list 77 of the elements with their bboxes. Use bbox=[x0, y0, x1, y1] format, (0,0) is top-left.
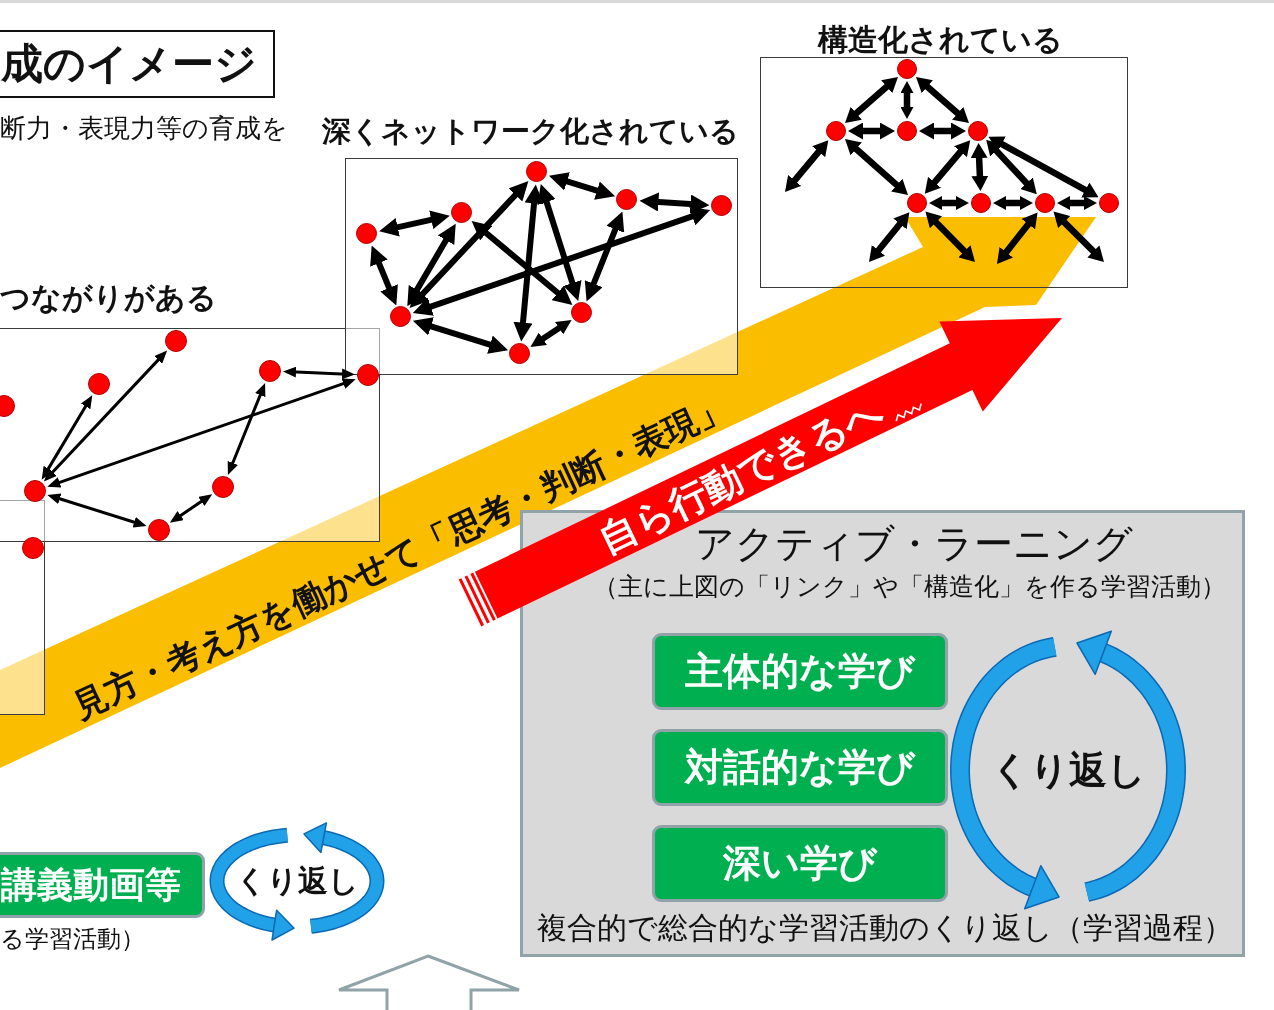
dot bbox=[571, 302, 592, 323]
double-arrow bbox=[994, 210, 1041, 266]
dot bbox=[896, 58, 917, 79]
activity-box: 主体的な学び bbox=[652, 633, 948, 710]
double-arrow bbox=[537, 183, 582, 302]
double-arrow bbox=[919, 122, 966, 140]
panel-heading: アクティブ・ラーニング bbox=[695, 521, 1133, 568]
dot bbox=[147, 518, 170, 541]
double-arrow bbox=[929, 196, 969, 210]
dot bbox=[1034, 192, 1055, 213]
double-arrow bbox=[993, 196, 1033, 210]
dot bbox=[211, 475, 234, 498]
double-arrow bbox=[404, 222, 459, 308]
dot bbox=[356, 223, 377, 244]
subtitle-text: 断力・表現力等の育成を bbox=[0, 113, 288, 145]
double-arrow bbox=[583, 210, 626, 303]
double-arrow bbox=[226, 382, 267, 476]
double-arrow bbox=[913, 74, 972, 126]
double-arrow bbox=[970, 142, 989, 192]
double-arrow bbox=[168, 492, 214, 525]
double-arrow bbox=[900, 81, 914, 119]
double-arrow bbox=[782, 138, 831, 195]
double-arrow bbox=[513, 184, 544, 342]
double-arrow bbox=[40, 394, 94, 481]
double-arrow bbox=[922, 138, 973, 196]
double-arrow bbox=[842, 136, 911, 198]
box-heading: つながりがある bbox=[0, 279, 217, 316]
dot bbox=[825, 120, 846, 141]
panel-subtitle: （主に上図の「リンク」や「構造化」を作る学習活動） bbox=[593, 572, 1226, 602]
double-arrow bbox=[469, 218, 575, 308]
page-title: 成のイメージ bbox=[0, 30, 275, 98]
dot bbox=[21, 536, 44, 559]
activity-box: 対話的な学び bbox=[652, 729, 948, 806]
double-arrow bbox=[378, 210, 451, 237]
cycle-label: くり返し bbox=[235, 866, 359, 896]
activity-box: 講義動画等 bbox=[0, 852, 205, 918]
activity-box: 深い学び bbox=[652, 825, 948, 902]
double-arrow bbox=[923, 209, 978, 265]
dot bbox=[896, 120, 917, 141]
double-arrow bbox=[411, 207, 712, 316]
dot bbox=[356, 363, 379, 386]
dot bbox=[967, 120, 988, 141]
double-arrow bbox=[368, 244, 400, 307]
dot bbox=[164, 329, 187, 352]
double-arrow bbox=[1057, 196, 1097, 210]
dot bbox=[970, 192, 991, 213]
caption-text: る学習活動） bbox=[0, 925, 145, 954]
double-arrow bbox=[548, 172, 616, 200]
double-arrow bbox=[983, 137, 1040, 197]
double-arrow bbox=[46, 377, 357, 489]
dot bbox=[258, 359, 281, 382]
dot bbox=[1098, 192, 1119, 213]
dot bbox=[390, 306, 411, 327]
double-arrow bbox=[407, 179, 531, 310]
double-arrow bbox=[528, 317, 574, 350]
double-arrow bbox=[46, 493, 148, 528]
dot bbox=[451, 202, 472, 223]
cycle-label: くり返し bbox=[990, 751, 1146, 789]
double-arrow bbox=[412, 317, 509, 354]
dot bbox=[509, 343, 530, 364]
panel-caption: 複合的で総合的な学習活動のくり返し（学習過程） bbox=[537, 910, 1233, 946]
dot bbox=[526, 161, 547, 182]
double-arrow bbox=[848, 122, 895, 140]
dot bbox=[0, 394, 15, 417]
double-arrow bbox=[282, 366, 356, 380]
double-arrow bbox=[842, 74, 901, 126]
dot bbox=[616, 189, 637, 210]
dot bbox=[23, 479, 46, 502]
dot bbox=[87, 372, 110, 395]
box-heading: 構造化されている bbox=[817, 21, 1063, 58]
double-arrow bbox=[1051, 209, 1107, 265]
double-arrow bbox=[42, 349, 169, 483]
double-arrow bbox=[639, 192, 710, 214]
box-heading: 深くネットワーク化されている bbox=[321, 113, 739, 149]
dot bbox=[711, 195, 732, 216]
dot bbox=[906, 192, 927, 213]
double-arrow bbox=[866, 210, 912, 265]
